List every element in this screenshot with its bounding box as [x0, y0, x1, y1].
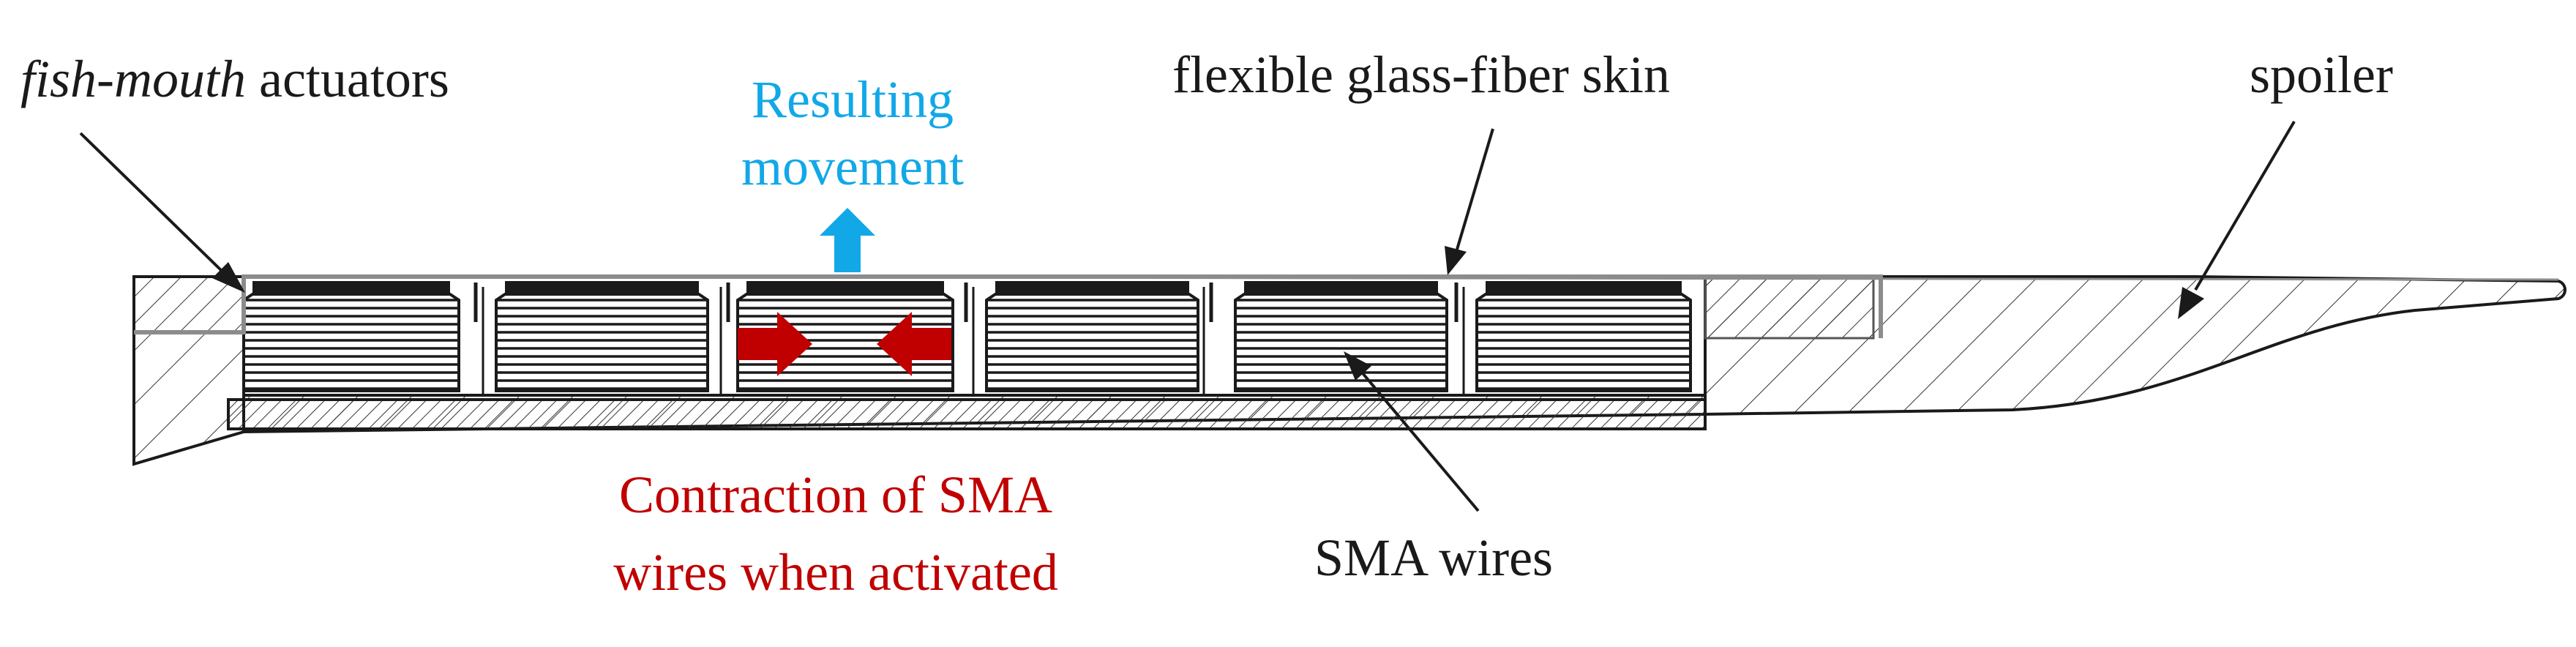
left-end-block	[132, 275, 245, 466]
movement-arrow	[820, 208, 875, 272]
label-sma-wires: SMA wires	[1314, 528, 1553, 587]
label-contraction-line1: Contraction of SMA	[619, 465, 1052, 524]
fish-mouth-actuators	[242, 281, 1692, 392]
actuator-2	[495, 281, 709, 392]
spoiler-body	[1704, 275, 2566, 416]
actuator-separators	[473, 283, 1465, 395]
contraction-arrows	[738, 312, 951, 376]
label-fish-mouth-italic: fish-mouth	[20, 50, 246, 108]
leader-arrowhead-sma	[1344, 351, 1371, 381]
actuator-6	[1475, 281, 1692, 392]
contraction-arrow-left	[877, 312, 951, 376]
leader-arrowhead-skin	[1445, 246, 1467, 275]
contraction-arrow-right	[738, 312, 812, 376]
actuator-1	[242, 281, 460, 392]
actuator-4	[985, 281, 1199, 392]
label-contraction-line2: wires when activated	[613, 543, 1058, 602]
leader-arrowhead-spoiler	[2178, 287, 2204, 319]
label-resulting-line2: movement	[741, 138, 964, 196]
label-fish-mouth-actuators: fish-mouth actuators	[20, 50, 449, 108]
label-resulting-line1: Resulting	[752, 70, 954, 129]
label-actuators: actuators	[246, 50, 449, 108]
leader-arrowhead-actuators	[212, 262, 245, 293]
label-glass-fiber-skin: flexible glass-fiber skin	[1172, 45, 1670, 104]
actuator-5	[1234, 281, 1448, 392]
label-spoiler: spoiler	[2250, 45, 2393, 104]
actuator-3	[736, 281, 954, 392]
bottom-plate	[227, 398, 1707, 430]
skin-top-line	[243, 275, 2559, 281]
leader-lines	[79, 120, 2296, 512]
